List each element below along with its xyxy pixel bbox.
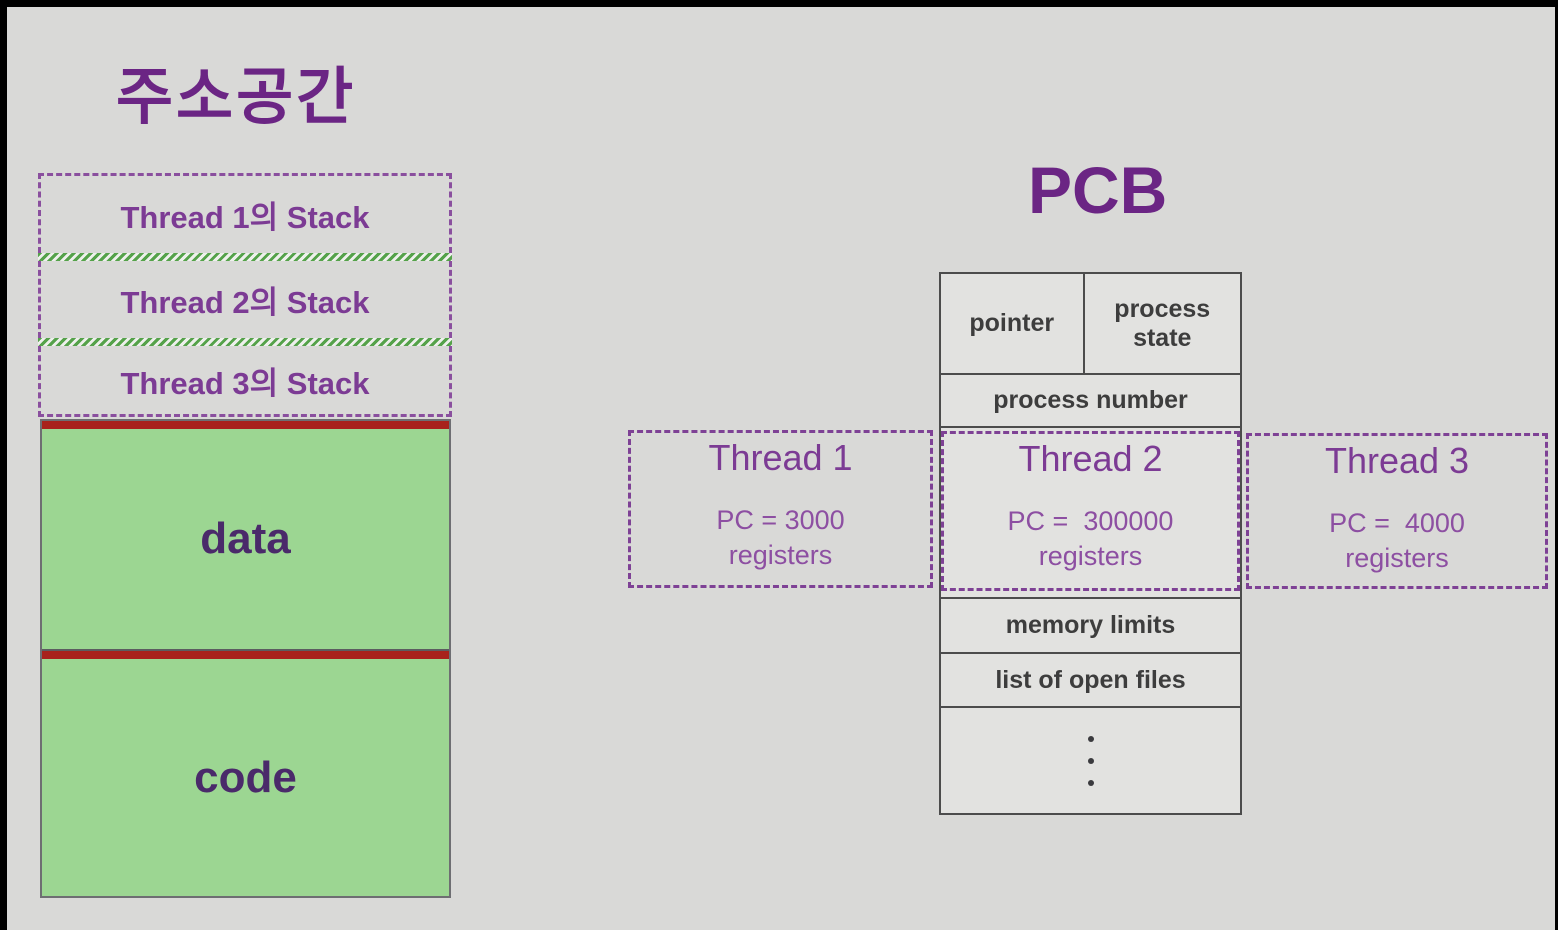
process-number-label: process number [993,386,1188,415]
pcb-cell-ellipsis [941,708,1240,813]
code-top-red-bar [42,651,449,659]
thread1-context-box: Thread 1 PC = 3000 registers [628,430,933,588]
pcb-cell-process-number: process number [941,375,1240,428]
pcb-row-pointer-state: pointer process state [941,274,1240,375]
thread1-registers: registers [728,540,833,570]
zigzag-separator-1 [38,253,452,261]
address-space-title: 주소공간 [116,63,357,132]
data-segment: data [42,429,449,649]
thread1-stack-label: Thread 1의 Stack [120,200,370,235]
memory-segments-box: data code [40,419,451,898]
pcb-cell-pointer: pointer [941,274,1085,373]
pcb-table: pointer process state process number mem… [939,272,1242,815]
thread2-pc: PC = 300000 [1007,506,1174,536]
pcb-title: PCB [1028,153,1168,227]
thread3-registers: registers [1345,543,1449,573]
thread3-pc: PC = 4000 [1329,508,1465,538]
code-segment: code [42,659,449,896]
code-segment-label: code [194,752,297,802]
thread3-stack-box: Thread 3의 Stack [38,346,452,417]
pcb-cell-process-state: process state [1085,274,1240,373]
process-state-label: process state [1114,294,1211,352]
thread1-name: Thread 1 [708,437,853,478]
frame-right-bar [1555,0,1558,930]
thread2-name: Thread 2 [1018,438,1163,479]
thread3-stack-label: Thread 3의 Stack [120,365,370,401]
zigzag-separator-2 [38,338,452,346]
data-segment-label: data [200,514,291,563]
thread2-stack-label: Thread 2의 Stack [120,285,370,320]
vertical-ellipsis-icon [1087,735,1094,786]
thread1-stack-box: Thread 1의 Stack [38,173,452,253]
pointer-label: pointer [969,309,1055,338]
thread2-registers: registers [1038,541,1143,571]
frame-top-bar [0,0,1558,7]
memory-limits-label: memory limits [1005,611,1176,640]
thread1-pc: PC = 3000 [716,505,845,535]
thread3-name: Thread 3 [1324,440,1470,481]
pcb-cell-thread-area [941,428,1240,599]
thread3-context-box: Thread 3 PC = 4000 registers [1246,433,1548,589]
thread2-stack-box: Thread 2의 Stack [38,261,452,338]
segment-divider-line [42,649,449,651]
pcb-cell-memory-limits: memory limits [941,599,1240,654]
frame-left-bar [0,0,7,930]
pcb-cell-open-files: list of open files [941,654,1240,708]
open-files-label: list of open files [995,665,1186,694]
data-top-red-bar [42,421,449,429]
thread2-context-box: Thread 2 PC = 300000 registers [941,431,1240,591]
